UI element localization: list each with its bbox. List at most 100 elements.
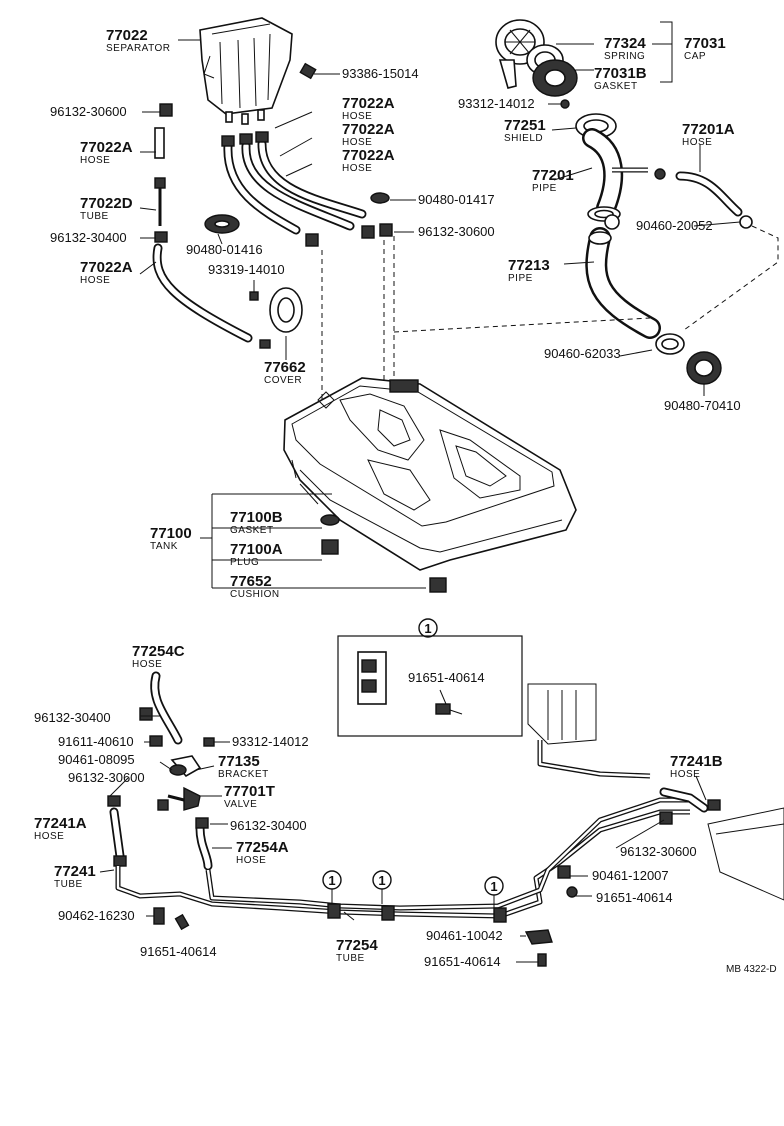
tube-77022d <box>154 177 168 243</box>
part-number-c77022d: 77022D <box>80 195 133 212</box>
reference-marks: 1 1 1 1 <box>322 618 504 910</box>
part-desc-c77022: SEPARATOR <box>106 43 171 54</box>
grommet-90480-01416 <box>204 214 240 234</box>
part-number-c77100a: 77100A <box>230 541 283 558</box>
hose-77022a-left-1 <box>154 127 165 159</box>
ref-mark-r_box: 1 <box>418 618 438 638</box>
hose-77254c <box>139 671 183 745</box>
separator-mini <box>527 683 651 779</box>
bolt-91611 <box>149 735 163 747</box>
part-number-c90461c: 90461-10042 <box>426 928 503 943</box>
fuel-tank-77100 <box>283 377 577 593</box>
part-number-c77241b: 77241B <box>670 753 723 770</box>
part-number-c77254a: 77254A <box>236 839 289 856</box>
part-desc-c77100: TANK <box>150 541 178 552</box>
part-number-c77022a2: 77022A <box>342 121 395 138</box>
pipe-77201 <box>582 128 648 222</box>
clamp-90460-62033 <box>655 333 685 355</box>
bolt-91651-c <box>537 953 547 967</box>
bolt-91651-a <box>174 913 190 931</box>
part-number-c90460b: 90460-62033 <box>544 346 621 361</box>
svg-text:1: 1 <box>424 621 431 636</box>
part-number-c77254: 77254 <box>336 937 378 954</box>
svg-text:1: 1 <box>328 873 335 888</box>
part-number-c91611: 91611-40610 <box>58 734 134 749</box>
clamp-90462-16230 <box>153 907 165 925</box>
part-number-c93312b: 93312-14012 <box>232 734 309 749</box>
hose-77241b <box>659 787 721 813</box>
hose-77254a <box>195 817 213 871</box>
part-number-c77662: 77662 <box>264 359 306 376</box>
labels-layer: 77022SEPARATOR93386-1501477324SPRING7703… <box>34 27 741 969</box>
screw-93312-b <box>203 737 215 747</box>
part-number-c91651b: 91651-40614 <box>596 890 673 905</box>
part-number-c77241a: 77241A <box>34 815 87 832</box>
part-number-c90461b: 90461-12007 <box>592 868 669 883</box>
part-number-c77100: 77100 <box>150 525 192 542</box>
part-desc-c77022d: TUBE <box>80 211 109 222</box>
grommet-90480-70410 <box>686 351 722 385</box>
part-number-c77031: 77031 <box>684 35 726 52</box>
part-number-c96132d: 96132-30400 <box>34 710 111 725</box>
part-desc-c77022a3: HOSE <box>342 163 372 174</box>
part-number-c93386: 93386-15014 <box>342 66 419 81</box>
part-number-c96132f: 96132-30400 <box>230 818 307 833</box>
part-number-c77022a3: 77022A <box>342 147 395 164</box>
part-number-c77031b: 77031B <box>594 65 647 82</box>
part-desc-c77201: PIPE <box>532 183 557 194</box>
part-desc-c77241b: HOSE <box>670 769 700 780</box>
part-desc-c77031b: GASKET <box>594 81 638 92</box>
ref-mark-r3: 1 <box>484 876 504 910</box>
svg-text:1: 1 <box>490 879 497 894</box>
part-desc-c77022a2: HOSE <box>342 137 372 148</box>
part-desc-c77324: SPRING <box>604 51 645 62</box>
part-desc-c77254a: HOSE <box>236 855 266 866</box>
part-desc-c77022a4: HOSE <box>80 155 110 166</box>
part-desc-c77701t: VALVE <box>224 799 257 810</box>
part-number-c90480b: 90480-01416 <box>186 242 263 257</box>
part-number-c77213: 77213 <box>508 257 550 274</box>
part-number-c96132e: 96132-30600 <box>68 770 145 785</box>
part-number-c90461a: 90461-08095 <box>58 752 135 767</box>
gasket-77100b <box>320 514 340 526</box>
clamp-96132-30600-a <box>159 103 173 117</box>
bolt-93386-15014 <box>299 62 340 80</box>
tank-fragment <box>707 807 784 901</box>
part-number-c96132c: 96132-30600 <box>418 224 495 239</box>
part-number-c90480c: 90480-70410 <box>664 398 741 413</box>
part-desc-c77100a: PLUG <box>230 557 259 568</box>
svg-text:1: 1 <box>378 873 385 888</box>
part-number-c77201: 77201 <box>532 167 574 184</box>
part-number-c90460a: 90460-20052 <box>636 218 713 233</box>
part-number-c77201a: 77201A <box>682 121 735 138</box>
part-number-c96132a: 96132-30600 <box>50 104 127 119</box>
part-desc-c77251: SHIELD <box>504 133 543 144</box>
part-number-c93312a: 93312-14012 <box>458 96 535 111</box>
part-desc-c77254: TUBE <box>336 953 365 964</box>
part-desc-c77135: BRACKET <box>218 769 269 780</box>
part-desc-c77022a5: HOSE <box>80 275 110 286</box>
fuel-cap-assembly <box>495 19 578 97</box>
hose-77201a <box>654 168 743 217</box>
part-number-c77022a4: 77022A <box>80 139 133 156</box>
plug-77100a <box>321 539 339 555</box>
part-desc-c77662: COVER <box>264 375 302 386</box>
part-number-c77022a5: 77022A <box>80 259 133 276</box>
nut-90461-12007 <box>557 865 571 879</box>
part-number-c96132b: 96132-30400 <box>50 230 127 245</box>
fuel-tube-77254 <box>115 797 690 923</box>
cover-77662 <box>259 287 303 349</box>
part-number-c96132g: 96132-30600 <box>620 844 697 859</box>
part-desc-c77254c: HOSE <box>132 659 162 670</box>
part-number-c77135: 77135 <box>218 753 260 770</box>
nut-90461-10042 <box>524 929 553 945</box>
part-number-c91651d: 91651-40614 <box>424 954 501 969</box>
part-number-c77022a1: 77022A <box>342 95 395 112</box>
evap-hoses-77022a <box>221 131 367 235</box>
part-number-c91651a: 91651-40614 <box>408 670 485 685</box>
part-number-c90462: 90462-16230 <box>58 908 135 923</box>
nut-90461-08095 <box>157 799 169 811</box>
clamp-96132-30600-c <box>305 223 393 247</box>
part-number-c77100b: 77100B <box>230 509 283 526</box>
